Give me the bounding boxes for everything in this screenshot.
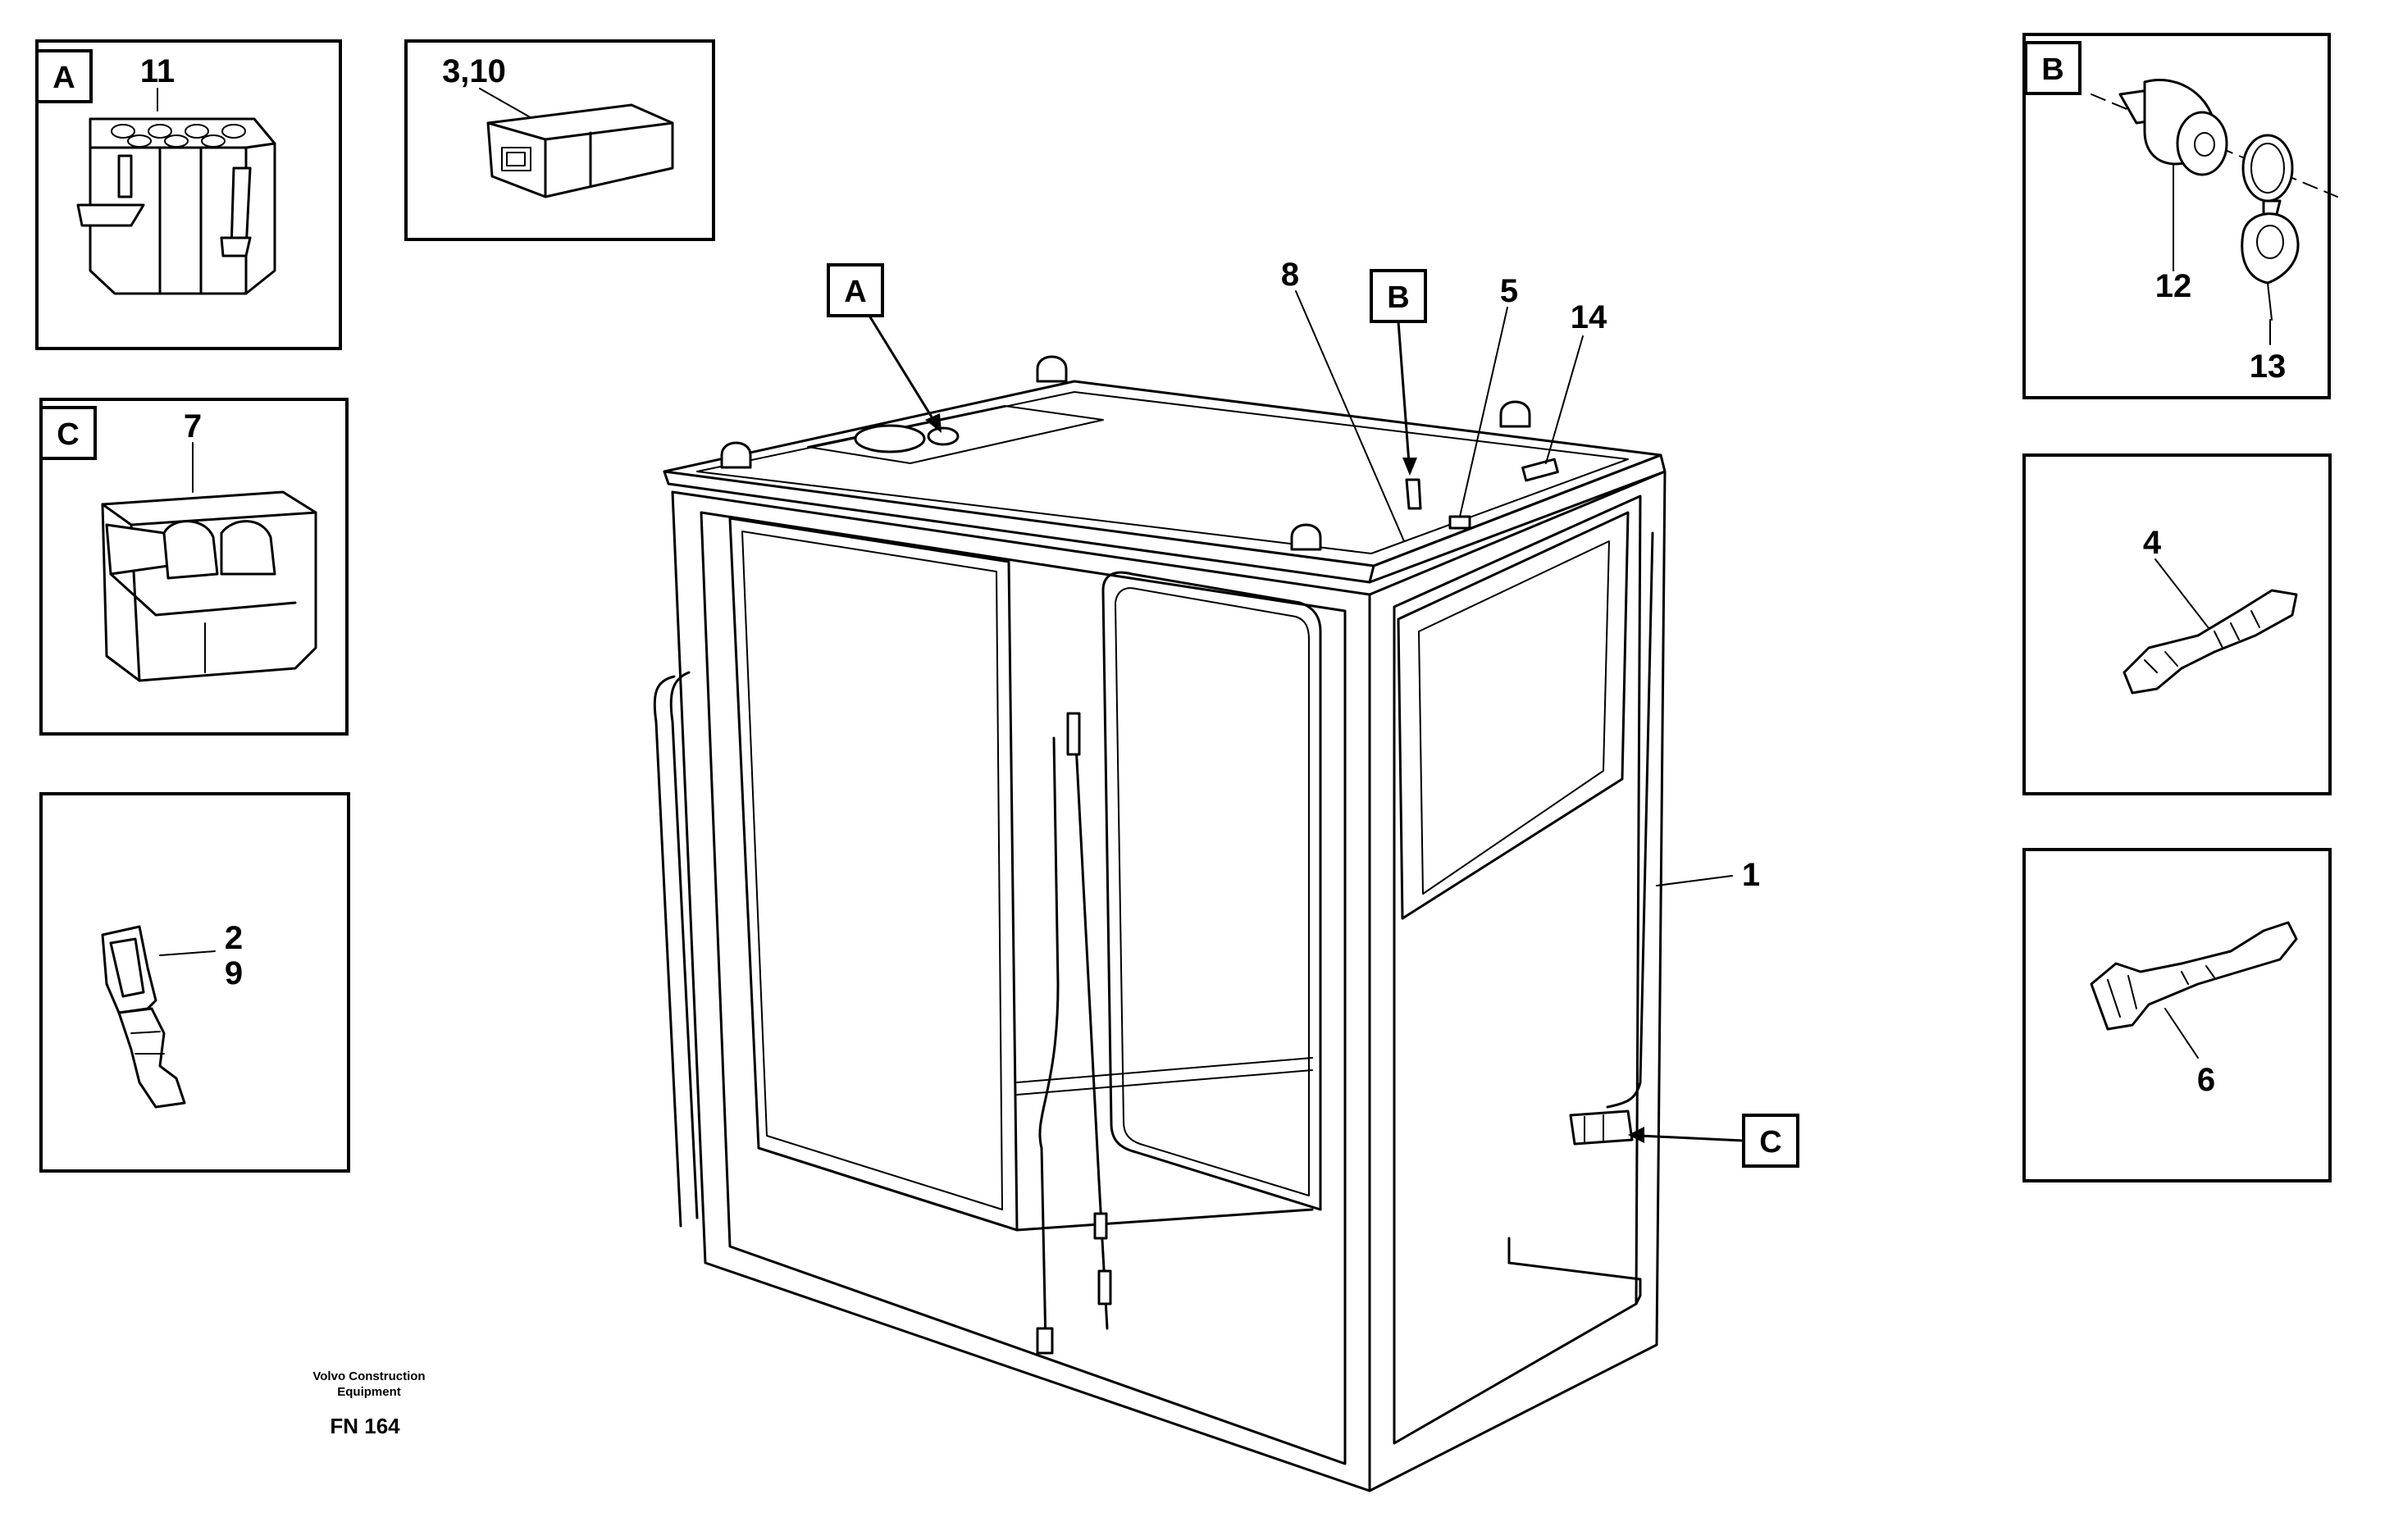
callout-tag-b (1370, 269, 1427, 323)
part-number-1: 1 (1742, 857, 1760, 893)
detail-box-2-9: 2 9 (39, 792, 350, 1173)
callout-1: 1 (1656, 857, 1760, 893)
callout-tag-c-label: C (1759, 1125, 1781, 1160)
detail-tag-a-label: A (52, 61, 75, 95)
detail-tag-a-box (35, 49, 93, 103)
detail-box-a: A 11 (35, 39, 342, 350)
part-number-4: 4 (2143, 525, 2162, 561)
callout-c-main: C (1628, 1114, 1799, 1168)
figure-code: FN 164 (330, 1414, 400, 1438)
detail-tag-c-box (39, 406, 97, 460)
connector-housing-drawing (101, 490, 317, 682)
part-number-6: 6 (2197, 1062, 2215, 1098)
lamp-socket-drawing (2091, 78, 2338, 321)
multi-pin-connector-drawing (76, 117, 276, 295)
lamp-b-location (1405, 478, 1422, 510)
part-number-11: 11 (140, 53, 175, 89)
detail-box-6: 6 (2022, 848, 2332, 1182)
part-number-13: 13 (2250, 349, 2287, 385)
detail-box-c: C 7 (39, 398, 349, 736)
callout-a-main: A (827, 263, 942, 433)
callout-5: 5 (1459, 273, 1518, 517)
footer: Volvo Construction Equipment FN 164 (312, 1369, 425, 1438)
crimp-terminal-drawing-b (2090, 921, 2298, 1031)
flat-terminal-drawing (101, 925, 186, 1109)
company-name-line1: Volvo Construction (312, 1369, 425, 1383)
part-number-14: 14 (1571, 299, 1607, 335)
part-number-5: 5 (1500, 273, 1518, 309)
callout-tag-a (827, 263, 884, 317)
detail-tag-b-box (2024, 41, 2082, 95)
callout-14: 14 (1545, 299, 1607, 464)
detail-box-4: 4 (2022, 453, 2332, 795)
company-name-line2: Equipment (337, 1385, 401, 1399)
detail-box-b: B 12 13 (2022, 33, 2338, 399)
detail-tag-c-label: C (57, 417, 79, 452)
callout-tag-b-label: B (1387, 280, 1409, 315)
callout-tag-a-label: A (844, 275, 866, 309)
callout-b-main: B (1370, 269, 1427, 476)
connector-a-location (927, 426, 960, 446)
detail-tag-b-label: B (2041, 52, 2063, 87)
cab-frame-drawing (653, 355, 1667, 1492)
flat-connector-drawing (486, 103, 674, 198)
part-number-3-10: 3,10 (442, 53, 506, 89)
part-number-2: 2 (225, 920, 243, 956)
crimp-terminal-drawing-a (2123, 589, 2298, 695)
part-number-9: 9 (225, 955, 243, 991)
connector-c-location (1569, 1109, 1634, 1146)
callout-8: 8 (1281, 257, 1405, 542)
part-number-12: 12 (2155, 268, 2192, 304)
detail-box-3-10: 3,10 (404, 39, 715, 241)
part-number-7: 7 (184, 408, 202, 444)
part-number-8: 8 (1281, 257, 1299, 293)
